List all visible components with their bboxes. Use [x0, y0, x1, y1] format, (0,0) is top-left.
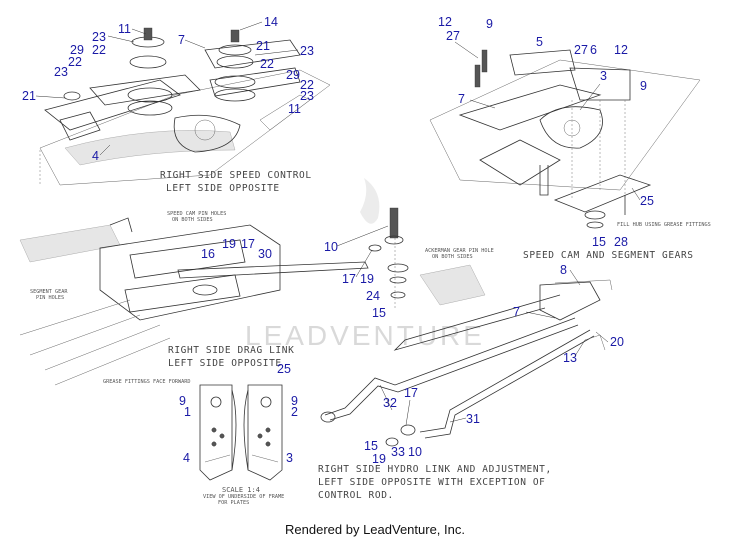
callout-label: 19	[360, 272, 374, 286]
callout-label: 2	[291, 405, 298, 419]
callout-label: 7	[178, 33, 185, 47]
callout-label: 5	[536, 35, 543, 49]
speed-cam-drawing: FILL HUB USING GREASE FITTINGS SPEED CAM…	[429, 49, 711, 261]
underside-view-2: FOR PLATES	[218, 500, 249, 506]
callout-label: 27	[446, 29, 460, 43]
callout-label: 20	[610, 335, 624, 349]
drag-link-caption-1: RIGHT SIDE DRAG LINK	[168, 345, 294, 356]
callout-label: 7	[458, 92, 465, 106]
hydro-caption-3: CONTROL ROD.	[318, 490, 394, 501]
callout-label: 29	[70, 43, 84, 57]
watermark: LEADVENTURE	[245, 178, 485, 351]
underside-note-grease: GREASE FITTINGS FACE FORWARD	[103, 379, 190, 385]
callout-label: 12	[438, 15, 452, 29]
drag-link-note-speed-cam-1: SPEED CAM PIN HOLES	[167, 211, 226, 217]
hydro-link-drawing: RIGHT SIDE HYDRO LINK AND ADJUSTMENT, LE…	[318, 279, 613, 501]
callout-labels: 11 23 7 14 29 22 21 23 22 23 22 29 22 23…	[22, 15, 654, 466]
callout-label: 10	[408, 445, 422, 459]
drag-link-drawing: SPEED CAM PIN HOLES ON BOTH SIDES SEGMEN…	[19, 207, 494, 386]
callout-label: 23	[300, 89, 314, 103]
callout-label: 17	[342, 272, 356, 286]
callout-label: 13	[563, 351, 577, 365]
callout-label: 19	[372, 452, 386, 466]
callout-label: 9	[291, 394, 298, 408]
drag-link-note-ackerman-1: ACKERMAN GEAR PIN HOLE	[425, 248, 494, 254]
callout-label: 22	[260, 57, 274, 71]
callout-label: 15	[372, 306, 386, 320]
callout-label: 27	[574, 43, 588, 57]
callout-label: 17	[241, 237, 255, 251]
underside-scale: SCALE 1:4	[222, 486, 260, 494]
callout-label: 30	[258, 247, 272, 261]
callout-label: 3	[600, 69, 607, 83]
callout-label: 25	[640, 194, 654, 208]
callout-label: 23	[54, 65, 68, 79]
callout-label: 21	[256, 39, 270, 53]
speed-control-drawing: RIGHT SIDE SPEED CONTROL LEFT SIDE OPPOS…	[39, 27, 331, 194]
callout-label: 7	[513, 305, 520, 319]
callout-label: 16	[201, 247, 215, 261]
callout-label: 23	[92, 30, 106, 44]
callout-label: 15	[592, 235, 606, 249]
callout-label: 22	[92, 43, 106, 57]
callout-label: 17	[404, 386, 418, 400]
callout-label: 25	[277, 362, 291, 376]
underside-drawing: GREASE FITTINGS FACE FORWARD SCALE 1:4 V…	[103, 379, 284, 506]
callout-label: 3	[286, 451, 293, 465]
underside-view-1: VIEW OF UNDERSIDE OF FRAME	[203, 494, 284, 500]
callout-label: 19	[222, 237, 236, 251]
callout-label: 15	[364, 439, 378, 453]
callout-label: 4	[183, 451, 190, 465]
callout-label: 29	[286, 68, 300, 82]
speed-control-caption-1: RIGHT SIDE SPEED CONTROL	[160, 170, 312, 181]
hydro-caption-1: RIGHT SIDE HYDRO LINK AND ADJUSTMENT,	[318, 464, 552, 475]
speed-cam-note-fill-hub: FILL HUB USING GREASE FITTINGS	[617, 222, 711, 228]
callout-label: 8	[560, 263, 567, 277]
callout-label: 31	[466, 412, 480, 426]
callout-label: 1	[184, 405, 191, 419]
callout-label: 10	[324, 240, 338, 254]
callout-label: 28	[614, 235, 628, 249]
callout-label: 33	[391, 445, 405, 459]
hydro-caption-2: LEFT SIDE OPPOSITE WITH EXCEPTION OF	[318, 477, 546, 488]
watermark-text: LEADVENTURE	[245, 320, 485, 351]
drag-link-caption-2: LEFT SIDE OPPOSITE	[168, 358, 282, 369]
callout-label: 11	[288, 102, 301, 116]
speed-cam-caption: SPEED CAM AND SEGMENT GEARS	[523, 250, 694, 261]
callout-label: 21	[22, 89, 36, 103]
drag-link-note-ackerman-2: ON BOTH SIDES	[432, 254, 473, 260]
callout-label: 22	[68, 55, 82, 69]
callout-label: 24	[366, 289, 380, 303]
callout-label: 9	[640, 79, 647, 93]
drag-link-note-speed-cam-2: ON BOTH SIDES	[172, 217, 213, 223]
callout-label: 11	[118, 22, 131, 36]
speed-control-caption-2: LEFT SIDE OPPOSITE	[166, 183, 280, 194]
callout-label: 9	[179, 394, 186, 408]
callout-label: 4	[92, 149, 99, 163]
leader-lines	[35, 21, 641, 426]
callout-label: 12	[614, 43, 628, 57]
drag-link-note-segment-2: PIN HOLES	[36, 295, 64, 301]
callout-label: 14	[264, 15, 278, 29]
callout-label: 23	[300, 44, 314, 58]
footer-credit: Rendered by LeadVenture, Inc.	[285, 522, 465, 537]
callout-label: 9	[486, 17, 493, 31]
callout-label: 6	[590, 43, 597, 57]
callout-label: 32	[383, 396, 397, 410]
callout-label: 22	[300, 78, 314, 92]
drag-link-note-segment-1: SEGMENT GEAR	[30, 289, 68, 295]
